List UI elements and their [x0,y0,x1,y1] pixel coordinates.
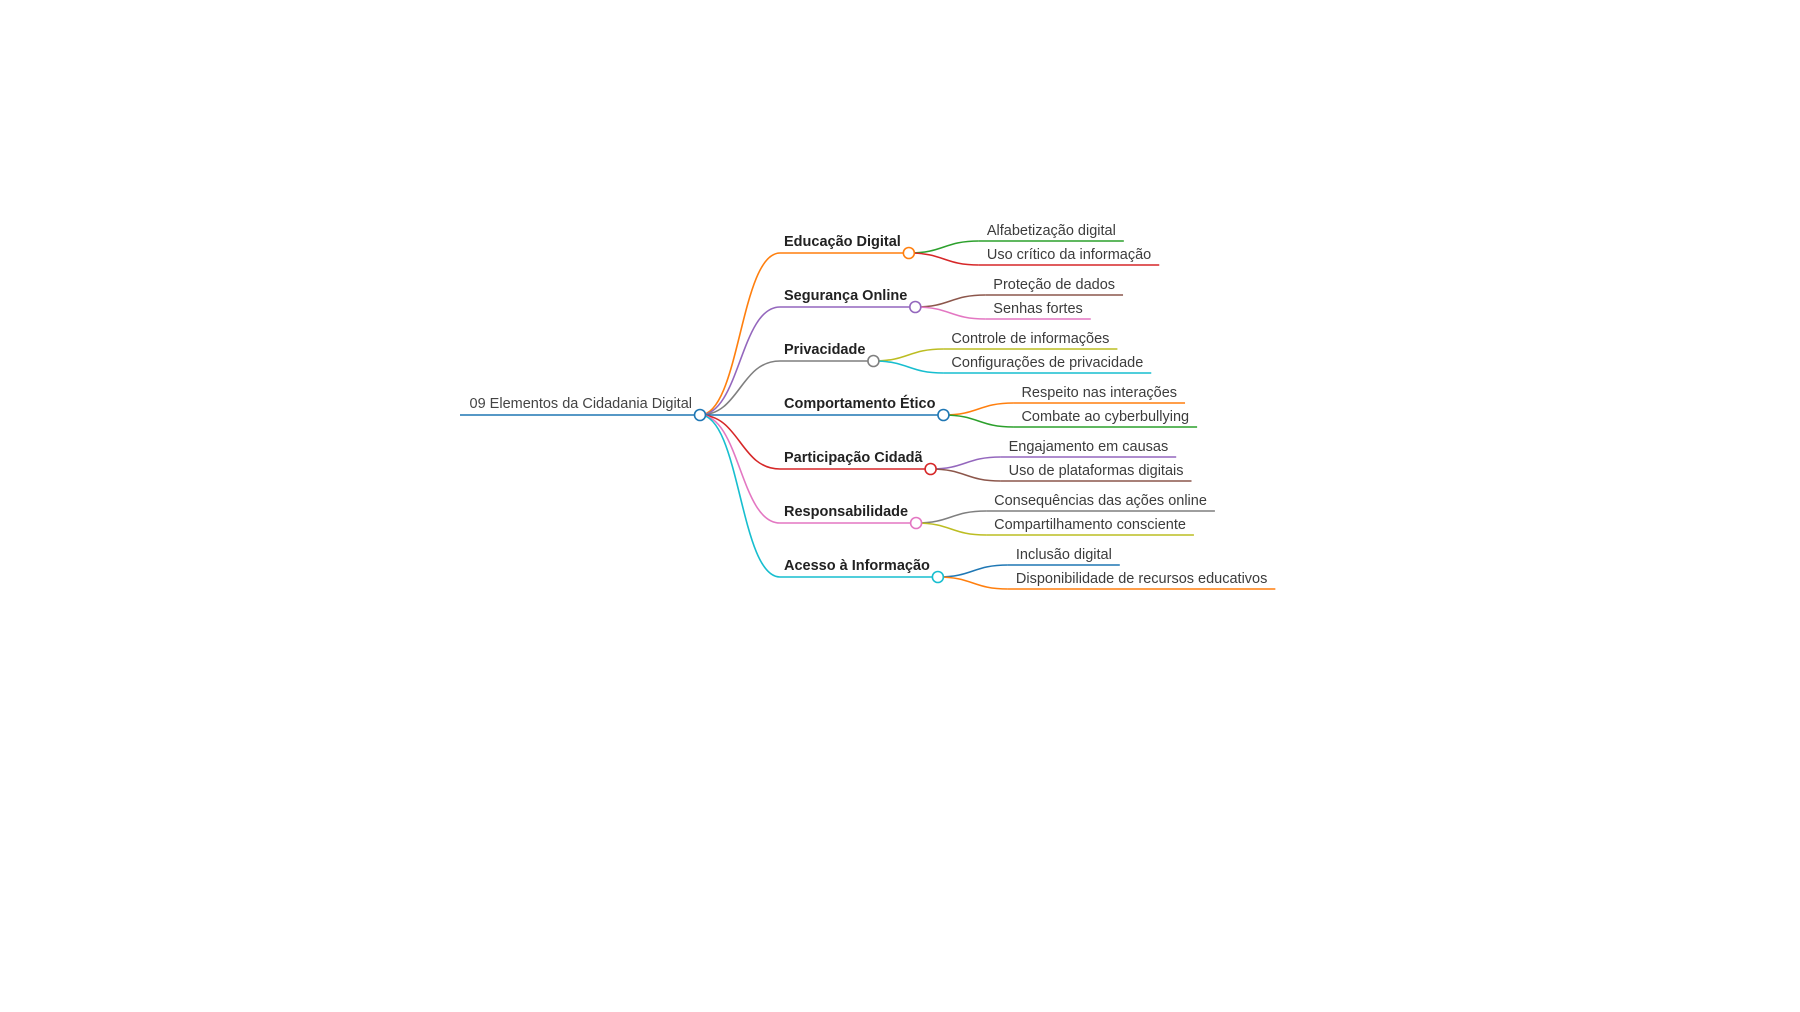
child-label: Respeito nas interações [1021,385,1177,401]
branch-collapse-toggle[interactable] [909,516,923,530]
branch-collapse-toggle[interactable] [924,462,937,476]
branch-label: Participação Cidadã [784,450,924,466]
branch-connector [699,360,781,416]
branch-collapse-toggle[interactable] [902,246,916,260]
branch-label: Segurança Online [784,288,907,304]
child-connector [943,414,1014,428]
child-connector [915,306,986,320]
child-label: Senhas fortes [993,301,1082,317]
child-label: Controle de informações [951,331,1109,347]
child-label: Engajamento em causas [1009,439,1169,455]
nodes-layer: Educação Digital Alfabetização digitalUso… [780,223,1276,590]
child-connector [916,510,987,524]
branch-collapse-toggle[interactable] [908,300,922,314]
child-connector [873,360,944,374]
child-connector [908,252,979,266]
child-label: Uso de plataformas digitais [1009,463,1184,479]
branch-label: Acesso à Informação [784,558,930,574]
branch-label: Comportamento Ético [784,395,936,412]
branch-connector [699,414,781,470]
child-label: Disponibilidade de recursos educativos [1016,571,1267,587]
child-connector [930,456,1001,470]
child-label: Combate ao cyberbullying [1021,409,1189,425]
branch-connector [699,414,781,578]
child-connector [915,294,986,308]
connectors-layer [699,240,1014,590]
child-label: Alfabetização digital [987,223,1116,239]
child-connector [908,240,979,254]
root-label: 09 Elementos da Cidadania Digital [470,396,692,412]
branch-collapse-toggle[interactable] [937,408,950,422]
child-connector [930,468,1001,482]
child-label: Inclusão digital [1016,547,1112,563]
branch-label: Educação Digital [784,234,901,250]
child-label: Compartilhamento consciente [994,517,1186,533]
child-label: Configurações de privacidade [951,355,1143,371]
branch-connector [699,252,781,416]
root-collapse-toggle[interactable] [693,408,707,422]
child-label: Uso crítico da informação [987,247,1151,263]
child-connector [873,348,944,362]
branch-connector [699,306,781,416]
child-label: Consequências das ações online [994,493,1207,509]
child-connector [937,564,1008,578]
branch-label: Privacidade [784,342,865,358]
branch-connector [699,414,781,524]
child-connector [943,402,1014,416]
branch-collapse-toggle[interactable] [931,570,945,584]
root-node[interactable]: 09 Elementos da Cidadania Digital [460,396,700,416]
branch-collapse-toggle[interactable] [867,354,880,368]
child-label: Proteção de dados [993,277,1115,293]
branch-label: Responsabilidade [784,504,908,520]
child-connector [937,576,1008,590]
child-connector [916,522,987,536]
